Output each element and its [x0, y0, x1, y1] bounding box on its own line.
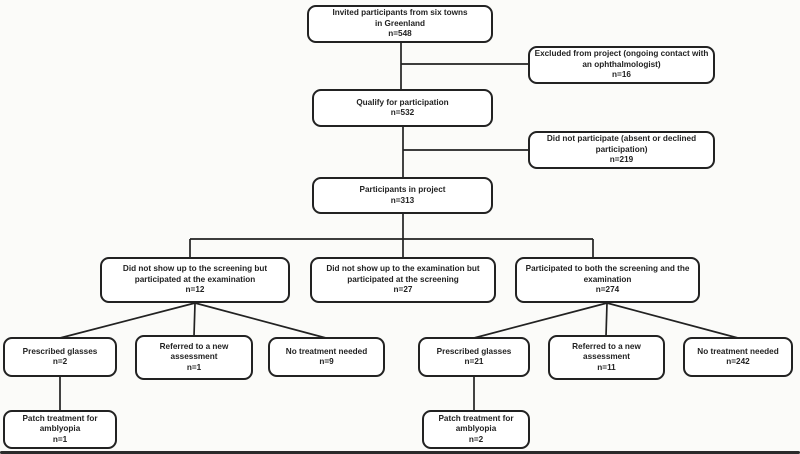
box-text-line: Participated to both the screening and t… [525, 264, 690, 274]
node-excluded-from-project: Excluded from project (ongoing contact w… [528, 46, 715, 84]
box-text-line: n=2 [52, 357, 68, 366]
box-text-line: n=313 [390, 195, 415, 205]
box-text-line: n=16 [612, 70, 631, 80]
box-text-line: Prescribed glasses [22, 346, 98, 356]
connector-fan1-referred [193, 302, 196, 337]
box-text-line: amblyopia [39, 424, 81, 434]
box-text-line: Referred to a new [572, 341, 641, 351]
box-text-line: n=1 [52, 434, 68, 444]
box-text-line: n=274 [595, 285, 620, 295]
box-text-line: participated at the examination [134, 274, 256, 284]
box-text-line: n=11 [597, 362, 616, 372]
box-text-line: Did not participate (absent or declined [546, 134, 697, 144]
box-text-line: examination [583, 274, 632, 284]
box-text-line: Patch treatment for [22, 413, 98, 423]
box-text-line: assessment [170, 352, 218, 362]
box-text-line: n=12 [185, 285, 205, 295]
box-text-line: assessment [583, 352, 630, 362]
box-text-line: No treatment needed [697, 346, 779, 356]
box-text-line: Excluded from project (ongoing contact w… [534, 49, 709, 59]
connector-fan2-glasses [473, 302, 608, 339]
box-text-line: Qualify for participation [356, 97, 449, 107]
figure-bottom-edge [0, 451, 800, 454]
box-text-line: No treatment needed [285, 346, 368, 356]
box-text-line: an ophthalmologist) [582, 59, 661, 69]
box-text-line: n=2 [468, 434, 484, 444]
box-text-line: in Greenland [374, 18, 426, 28]
box-text-line: n=21 [464, 357, 484, 366]
box-text-line: Patch treatment for [438, 413, 514, 423]
box-text-line: Participants in project [359, 185, 446, 194]
box-text-line: n=532 [390, 108, 415, 117]
connector-fan2-referred [605, 302, 608, 337]
box-text-line: participated at the screening [347, 274, 459, 284]
box-text-line: Prescribed glasses [436, 346, 512, 356]
box-text-line: participation) [595, 144, 648, 154]
box-text-line: n=9 [319, 357, 334, 366]
node-both-screening-and-examination: Participated to both the screening and t… [515, 257, 700, 303]
box-text-line: Did not show up to the examination but [326, 264, 480, 274]
box-text-line: amblyopia [455, 424, 497, 434]
connector-fan1-glasses [59, 302, 196, 339]
box-text-line: n=1 [186, 362, 202, 372]
connector-fan2-no-treatment [606, 302, 739, 339]
box-text-line: Referred to a new [159, 341, 229, 351]
box-text-line: Did not show up to the screening but [122, 264, 268, 274]
box-text-line: n=219 [609, 155, 634, 165]
box-text-line: Invited participants from six towns [332, 8, 468, 18]
box-text-line: n=27 [393, 285, 413, 295]
box-text-line: n=242 [726, 357, 750, 366]
connector-fan1-no-treatment [194, 302, 327, 339]
box-text-line: n=548 [388, 29, 412, 39]
